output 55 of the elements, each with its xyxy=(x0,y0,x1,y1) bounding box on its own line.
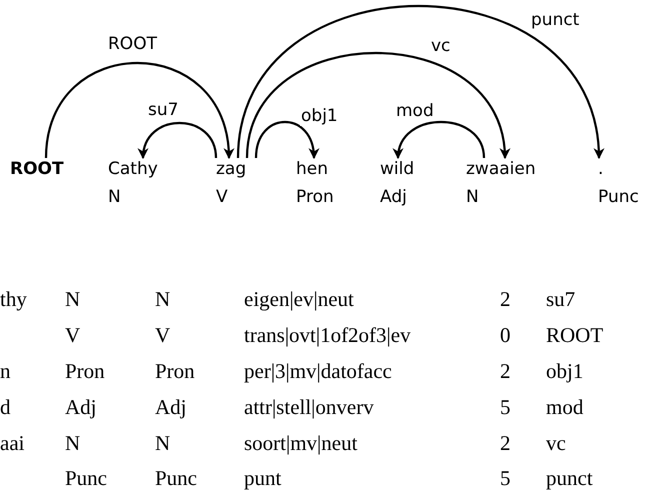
pos-tag: N xyxy=(108,186,158,208)
word-label: . xyxy=(598,158,604,180)
pos-tag: Adj xyxy=(380,186,414,208)
table-cell-text: Adj xyxy=(65,396,96,418)
table-cell-text: Pron xyxy=(65,360,105,382)
table-cell-text: N xyxy=(155,288,170,310)
edge-label: obj1 xyxy=(300,106,339,126)
dependency-arrow xyxy=(254,121,318,160)
table-cell-text: obj1 xyxy=(546,360,584,382)
table-cell-text: 2 xyxy=(500,432,510,454)
dependency-arrow xyxy=(236,5,603,160)
pos-tag: N xyxy=(466,186,536,208)
table-cell-text: V xyxy=(155,324,170,346)
table-cell-text: punct xyxy=(546,467,593,489)
table-cell-text: Adj xyxy=(155,396,186,418)
pos-tag: V xyxy=(216,186,246,208)
table-cell-text: 5 xyxy=(500,467,510,489)
table-cell-text: su7 xyxy=(546,288,576,310)
dependency-arrow xyxy=(246,52,509,160)
table-cell-text: Pron xyxy=(155,360,195,382)
table-cell-text: attr|stell|onverv xyxy=(244,396,374,418)
word-label: zwaaien xyxy=(466,158,536,180)
word-label: wild xyxy=(380,158,414,180)
table-cell-text: N xyxy=(65,432,80,454)
word-label: hen xyxy=(296,158,330,180)
table-cell-text: 0 xyxy=(500,324,510,346)
table-cell-text: Punc xyxy=(155,467,197,489)
table-cell-text: n xyxy=(0,360,10,382)
table-cell-text: d xyxy=(0,396,10,418)
table-cell-text: soort|mv|neut xyxy=(244,432,358,454)
dependency-arrow xyxy=(394,120,486,160)
table-cell-text: thy xyxy=(0,288,27,310)
table-cell-text: per|3|mv|datofacc xyxy=(244,360,392,382)
table-cell-text: punt xyxy=(244,467,282,489)
dependency-arrow xyxy=(138,122,218,160)
word-label: Cathy xyxy=(108,158,158,180)
table-cell-text: aai xyxy=(0,432,24,454)
table-cell-text: mod xyxy=(546,396,584,418)
table-cell-text: ROOT xyxy=(546,324,604,346)
table-cell-text: N xyxy=(155,432,170,454)
table-cell-text: eigen|ev|neut xyxy=(244,288,354,310)
table-cell-text: Punc xyxy=(65,467,107,489)
table-cell-text: vc xyxy=(546,432,566,454)
dependency-arrow xyxy=(44,62,234,160)
table-cell-text: 5 xyxy=(500,396,510,418)
table-cell-text: 2 xyxy=(500,360,510,382)
word-label: ROOT xyxy=(10,158,64,180)
table-cell-text: V xyxy=(65,324,80,346)
table-cell-text: 2 xyxy=(500,288,510,310)
table-cell-text: N xyxy=(65,288,80,310)
word-label: zag xyxy=(216,158,246,180)
pos-tag: Punc xyxy=(598,186,639,208)
table-cell-text: trans|ovt|1of2of3|ev xyxy=(244,324,411,346)
pos-tag: Pron xyxy=(296,186,334,208)
edge-label: punct xyxy=(530,10,580,30)
